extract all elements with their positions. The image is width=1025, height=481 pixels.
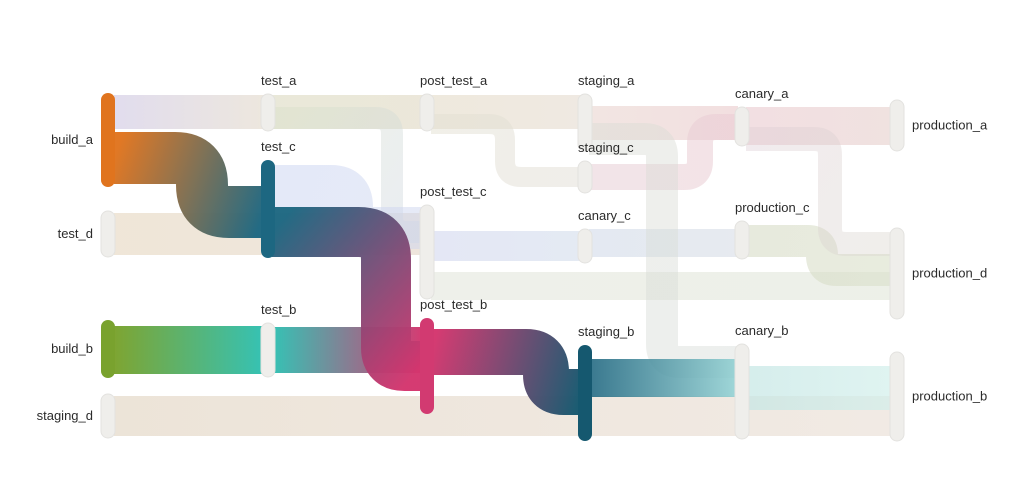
- node-build_b: [101, 320, 115, 378]
- flow-test_c-to-post_test_b: [272, 207, 423, 391]
- label-production_a: production_a: [912, 118, 988, 133]
- node-build_a: [101, 93, 115, 187]
- label-post_test_c: post_test_c: [420, 184, 487, 199]
- node-staging_a: [577, 93, 593, 152]
- label-canary_a: canary_a: [735, 86, 789, 101]
- stage-labels-layer: build_a test_d build_b staging_d test_a test_…: [37, 73, 988, 423]
- node-staging_d: [100, 393, 116, 439]
- node-test_a: [260, 93, 276, 132]
- node-post_test_a: [419, 93, 435, 132]
- flow-canary_a-to-production_d: [746, 127, 893, 256]
- label-test_c: test_c: [261, 139, 296, 154]
- node-production_d: [889, 227, 905, 320]
- label-build_b: build_b: [51, 341, 93, 356]
- node-canary_b: [734, 343, 750, 440]
- label-post_test_a: post_test_a: [420, 73, 488, 88]
- flow-production_c-to-production_d: [746, 225, 893, 286]
- label-production_c: production_c: [735, 200, 810, 215]
- label-canary_b: canary_b: [735, 323, 788, 338]
- label-test_d: test_d: [58, 226, 93, 241]
- node-test_b: [260, 322, 276, 378]
- node-canary_c: [577, 228, 593, 264]
- node-production_a: [889, 99, 905, 152]
- node-test_d: [100, 210, 116, 258]
- label-test_b: test_b: [261, 302, 296, 317]
- node-production_c: [734, 220, 750, 260]
- node-staging_b: [578, 345, 592, 441]
- label-post_test_b: post_test_b: [420, 297, 487, 312]
- label-staging_d: staging_d: [37, 408, 93, 423]
- label-staging_a: staging_a: [578, 73, 635, 88]
- node-test_c: [261, 160, 275, 258]
- stage-nodes-layer: [100, 93, 905, 442]
- label-production_d: production_d: [912, 266, 987, 281]
- node-canary_a: [734, 106, 750, 147]
- label-staging_c: staging_c: [578, 140, 634, 155]
- label-staging_b: staging_b: [578, 324, 634, 339]
- label-canary_c: canary_c: [578, 208, 631, 223]
- flow-post_test_b-to-staging_b: [431, 329, 581, 415]
- flow-post_test_a-to-staging_c: [431, 114, 581, 187]
- node-production_b: [889, 351, 905, 442]
- node-post_test_b: [420, 318, 434, 414]
- label-build_a: build_a: [51, 132, 94, 147]
- flow-links-layer: [114, 95, 893, 436]
- flow-staging_c-to-canary_a: [589, 114, 738, 190]
- label-production_b: production_b: [912, 389, 987, 404]
- flow-build_a-to-test_c: [114, 132, 264, 238]
- node-staging_c: [577, 160, 593, 194]
- node-post_test_c: [419, 204, 435, 300]
- label-test_a: test_a: [261, 73, 297, 88]
